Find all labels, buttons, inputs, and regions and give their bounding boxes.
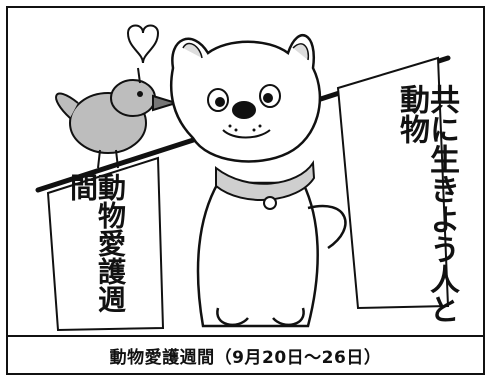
caption: 動物愛護週間（9月20日〜26日） [109, 347, 382, 368]
flag-right-text: 共に生きよう人と動物 [394, 84, 459, 324]
illustration-frame: 動物愛護週間 共に生きよう人と動物 動物愛護週間（9月20日〜26日） [6, 6, 485, 375]
bird-icon [55, 79, 180, 169]
heart-icon [126, 24, 160, 64]
dog-icon [169, 34, 347, 328]
flag-left-text: 動物愛護週間 [66, 173, 127, 313]
caption-bar: 動物愛護週間（9月20日〜26日） [8, 335, 483, 373]
right-banner [336, 56, 450, 310]
illustration [35, 24, 451, 332]
left-banner [46, 156, 165, 332]
